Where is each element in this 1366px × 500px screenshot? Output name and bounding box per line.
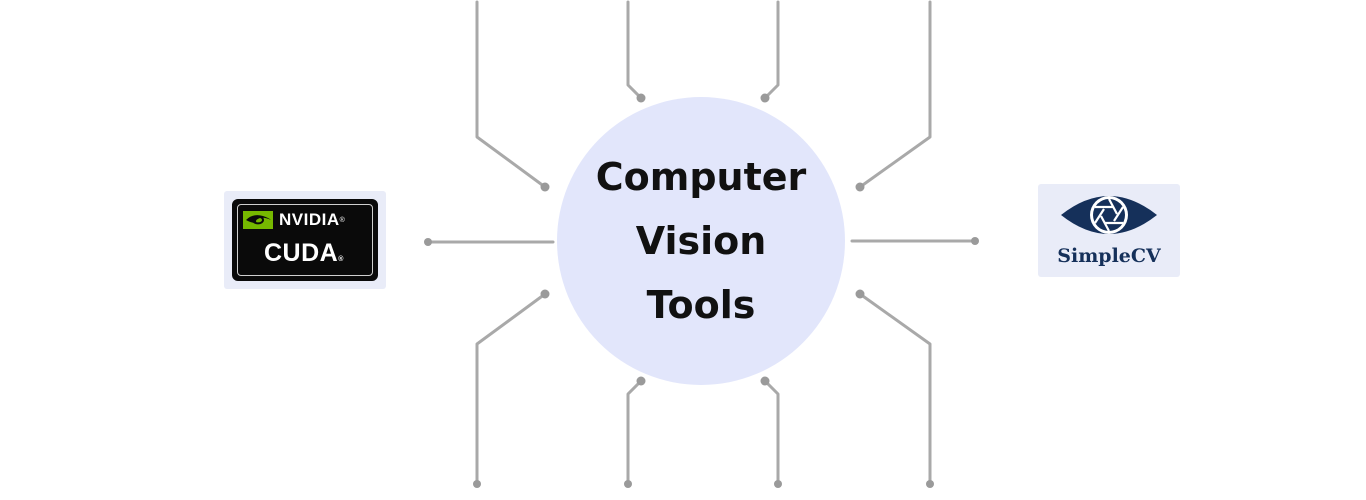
connector-bottom-outer-left	[475, 292, 547, 486]
simplecv-wordmark: SimpleCV	[1057, 245, 1161, 267]
connector-bottom-outer-right	[858, 292, 932, 486]
connector-bottom-inner-left	[626, 379, 643, 486]
cuda-wordmark: CUDA®	[264, 239, 344, 268]
connector-bottom-inner-right	[763, 379, 780, 486]
connector-dot	[473, 480, 481, 488]
connector-dot	[855, 289, 865, 299]
connector-top-inner-right	[763, 0, 780, 100]
connector-dot	[855, 182, 865, 192]
nvidia-cuda-logo: NVIDIA ® CUDA®	[224, 191, 386, 289]
connector-dot	[624, 480, 632, 488]
hub-title-line-1: Computer	[595, 155, 807, 199]
connector-dot	[926, 480, 934, 488]
simplecv-logo: SimpleCV	[1038, 184, 1180, 277]
connector-top-outer-left	[475, 0, 547, 189]
camera-shutter-eye-icon	[1061, 196, 1157, 234]
hub-title-line-2: Vision	[635, 219, 767, 263]
nvidia-registered-mark: ®	[339, 216, 345, 224]
connector-top-outer-right	[858, 0, 932, 189]
cuda-badge-border	[237, 204, 373, 276]
nvidia-wordmark: NVIDIA	[279, 210, 340, 229]
cuda-registered-mark: ®	[338, 256, 344, 263]
nvidia-wordmark-row: NVIDIA ®	[243, 210, 345, 230]
connector-dot	[424, 238, 432, 246]
hub-title-line-3: Tools	[646, 283, 756, 327]
connector-dot	[540, 182, 550, 192]
connector-dot	[636, 93, 646, 103]
connector-dot	[636, 376, 646, 386]
cuda-badge: NVIDIA ® CUDA®	[232, 199, 378, 281]
connector-dot	[774, 480, 782, 488]
connector-dot	[760, 376, 770, 386]
connector-dot	[760, 93, 770, 103]
connector-dot	[540, 289, 550, 299]
connector-dot	[971, 237, 979, 245]
nvidia-eye-icon	[243, 211, 273, 229]
connector-top-inner-left	[626, 0, 643, 100]
central-hub-circle: Computer Vision Tools	[557, 97, 845, 385]
cuda-text: CUDA	[264, 239, 339, 267]
